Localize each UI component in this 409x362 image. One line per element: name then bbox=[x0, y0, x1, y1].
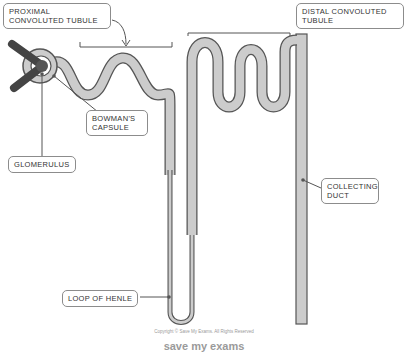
callout-box: PROXIMAL CONVOLUTED TUBULE bbox=[3, 3, 111, 29]
callout-text: DISTAL CONVOLUTED TUBULE bbox=[302, 7, 398, 25]
callout-box: LOOP OF HENLE bbox=[62, 290, 138, 307]
leader-dot bbox=[167, 295, 171, 299]
pct-arrowhead bbox=[122, 40, 130, 46]
callout-text: COLLECTING DUCT bbox=[327, 182, 373, 200]
leader-dot bbox=[52, 74, 56, 78]
callout-box: GLOMERULUS bbox=[8, 156, 76, 173]
afferent-vessel bbox=[12, 44, 40, 64]
pct-leader bbox=[112, 20, 126, 44]
leader-line bbox=[140, 297, 168, 298]
callout-box: DISTAL CONVOLUTED TUBULE bbox=[296, 3, 404, 29]
callout-text: LOOP OF HENLE bbox=[68, 294, 132, 303]
callout-box: BOWMAN'S CAPSULE bbox=[86, 110, 148, 136]
leader-dot bbox=[301, 178, 305, 182]
leader-dot bbox=[40, 72, 44, 76]
callout-text: GLOMERULUS bbox=[14, 160, 70, 169]
duct-fill bbox=[297, 35, 306, 323]
callout-text: PROXIMAL CONVOLUTED TUBULE bbox=[9, 7, 105, 25]
copyright-text: Copyright © Save My Exams. All Rights Re… bbox=[154, 329, 253, 334]
dct-outline bbox=[192, 40, 297, 235]
callout-text: BOWMAN'S CAPSULE bbox=[92, 114, 142, 132]
collecting-duct-shape bbox=[296, 34, 307, 324]
dct-bracket bbox=[188, 33, 290, 36]
leader-line bbox=[303, 180, 321, 188]
glomerulus-knot bbox=[36, 60, 48, 72]
dct-fill bbox=[192, 40, 297, 235]
efferent-vessel bbox=[14, 68, 40, 88]
callout-box: COLLECTING DUCT bbox=[321, 178, 379, 204]
watermark-logo: save my exams bbox=[164, 340, 245, 352]
leader-line bbox=[54, 76, 98, 112]
leader-line bbox=[42, 74, 43, 156]
